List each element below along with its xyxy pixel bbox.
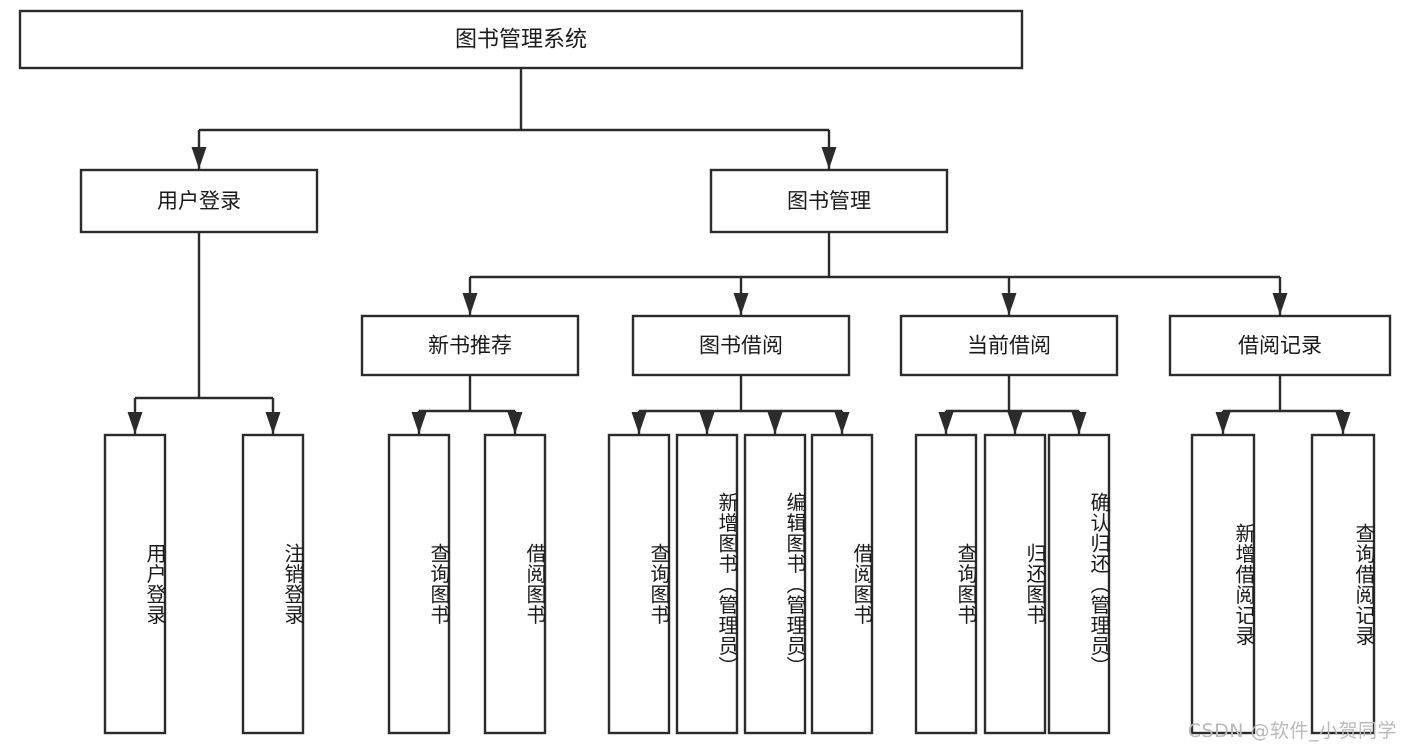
arrow-head-icon-leaf-borrow-book-2 bbox=[834, 412, 850, 434]
node-book-borrow[interactable] bbox=[631, 314, 851, 377]
arrow-head-icon-leaf-user-login bbox=[127, 412, 143, 434]
node-book-manage[interactable] bbox=[709, 168, 949, 234]
node-leaf-confirm-return[interactable] bbox=[1047, 433, 1111, 735]
arrow-head-icon-leaf-return-book bbox=[1007, 412, 1023, 434]
arrow-head-icon-leaf-query-book-1 bbox=[411, 412, 427, 434]
arrow-head-icon-leaf-query-book-3 bbox=[938, 412, 954, 434]
boxes-layer bbox=[18, 9, 1392, 735]
watermark-text: CSDN @软件_小贺同学 bbox=[1187, 720, 1397, 742]
node-leaf-query-book-2[interactable] bbox=[607, 433, 671, 735]
node-leaf-borrow-book-1[interactable] bbox=[483, 433, 547, 735]
node-new-book-rec[interactable] bbox=[360, 314, 580, 377]
arrow-head-icon-leaf-confirm-return bbox=[1071, 412, 1087, 434]
arrow-head-icon-new-book-rec bbox=[462, 293, 478, 315]
arrow-head-icon-leaf-borrow-book-1 bbox=[507, 412, 523, 434]
node-label-new-book-rec: 新书推荐 bbox=[428, 334, 512, 358]
arrow-head-icon-leaf-add-record bbox=[1215, 412, 1231, 434]
arrow-head-icon-leaf-add-book bbox=[699, 412, 715, 434]
arrow-head-icon-leaf-query-record bbox=[1335, 412, 1351, 434]
node-current-borrow[interactable] bbox=[899, 314, 1119, 377]
node-label-root: 图书管理系统 bbox=[455, 28, 587, 53]
node-leaf-borrow-book-2[interactable] bbox=[810, 433, 874, 735]
node-leaf-query-record[interactable] bbox=[1310, 433, 1376, 735]
node-label-user-login: 用户登录 bbox=[157, 189, 241, 213]
node-user-login[interactable] bbox=[79, 168, 319, 234]
node-label-book-borrow: 图书借阅 bbox=[699, 334, 783, 358]
node-leaf-edit-book[interactable] bbox=[743, 433, 807, 735]
arrow-head-icon-book-manage bbox=[821, 147, 837, 169]
node-leaf-user-login[interactable] bbox=[103, 433, 167, 735]
arrow-head-icon-user-login bbox=[191, 147, 207, 169]
node-label-current-borrow: 当前借阅 bbox=[967, 334, 1051, 358]
arrow-head-icon-leaf-query-book-2 bbox=[631, 412, 647, 434]
node-leaf-query-book-1[interactable] bbox=[387, 433, 451, 735]
node-borrow-record[interactable] bbox=[1168, 314, 1392, 377]
arrow-head-icon-leaf-edit-book bbox=[767, 412, 783, 434]
node-leaf-return-book[interactable] bbox=[983, 433, 1047, 735]
connectors-layer bbox=[127, 68, 1351, 434]
node-leaf-query-book-3[interactable] bbox=[914, 433, 978, 735]
arrow-head-icon-borrow-record bbox=[1272, 293, 1288, 315]
node-label-book-manage: 图书管理 bbox=[787, 189, 871, 213]
node-leaf-add-book[interactable] bbox=[675, 433, 739, 735]
node-leaf-add-record[interactable] bbox=[1190, 433, 1256, 735]
node-label-borrow-record: 借阅记录 bbox=[1238, 334, 1322, 358]
arrow-head-icon-book-borrow bbox=[733, 293, 749, 315]
node-leaf-user-logout[interactable] bbox=[241, 433, 305, 735]
arrow-head-icon-leaf-user-logout bbox=[265, 412, 281, 434]
arrow-head-icon-current-borrow bbox=[1001, 293, 1017, 315]
node-root[interactable] bbox=[18, 9, 1024, 70]
